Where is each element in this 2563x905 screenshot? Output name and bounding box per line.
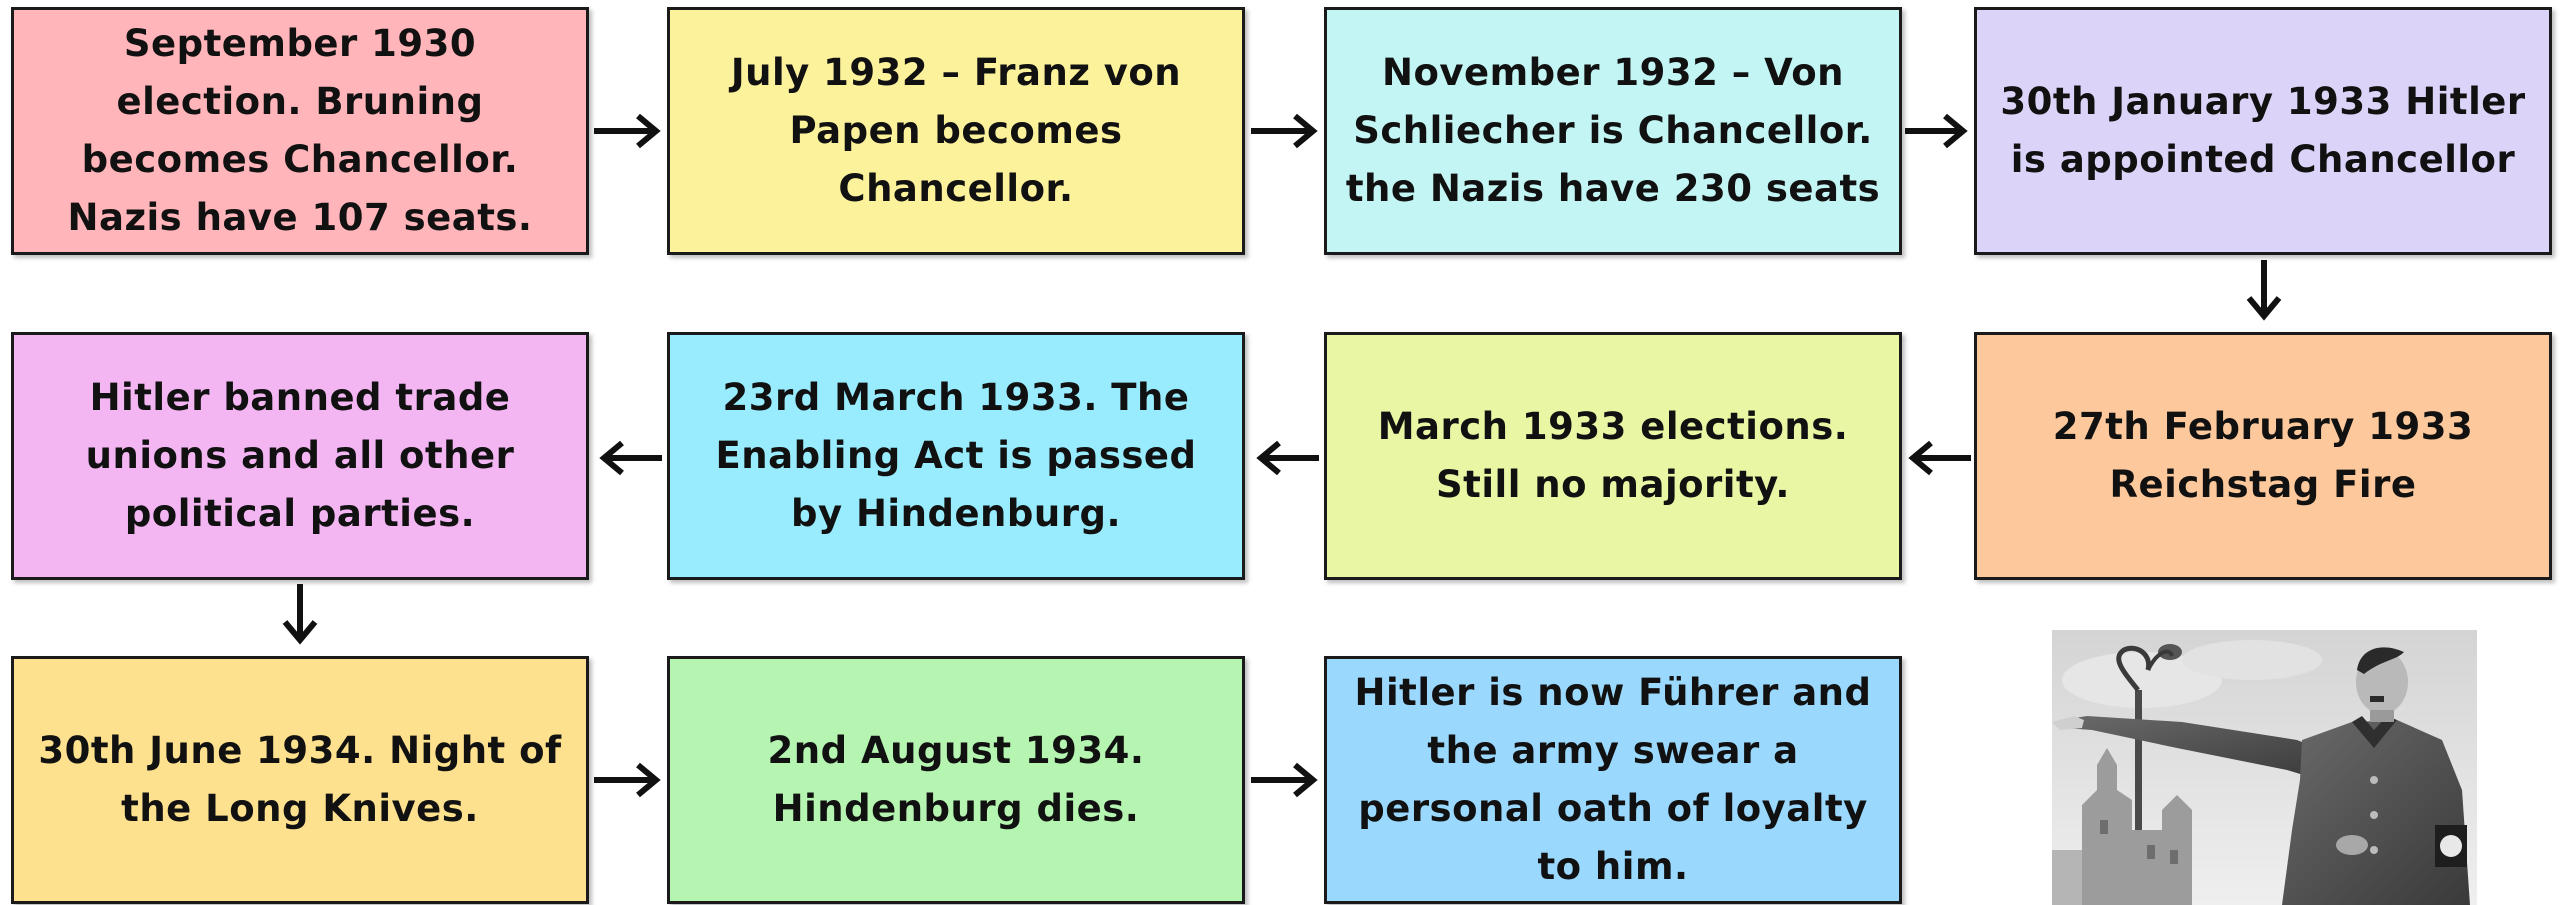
event-box-hindenburg-dies: 2nd August 1934. Hindenburg dies. [667,656,1245,904]
event-text: 30th June 1934. Night of the Long Knives… [38,729,562,830]
event-box-nov-1932: November 1932 – Von Schliecher is Chance… [1324,7,1902,255]
event-box-banned-unions: Hitler banned trade unions and all other… [11,332,589,580]
event-text: November 1932 – Von Schliecher is Chance… [1345,51,1881,210]
event-text: September 1930 election. Bruning becomes… [67,22,533,239]
event-box-jan-1933: 30th January 1933 Hitler is appointed Ch… [1974,7,2552,255]
event-text: March 1933 elections. Still no majority. [1377,405,1849,506]
event-box-enabling-act: 23rd March 1933. The Enabling Act is pas… [667,332,1245,580]
event-text: 30th January 1933 Hitler is appointed Ch… [2000,80,2526,181]
arrow-right-icon [594,113,661,149]
event-box-feb-1933: 27th February 1933 Reichstag Fire [1974,332,2552,580]
event-text: Hitler is now Führer and the army swear … [1354,671,1872,888]
arrow-right-icon [1251,113,1318,149]
arrow-right-icon [1251,762,1318,798]
arrow-left-icon [599,440,662,476]
event-box-fuhrer: Hitler is now Führer and the army swear … [1324,656,1902,904]
event-text: 23rd March 1933. The Enabling Act is pas… [715,376,1197,535]
event-text: 2nd August 1934. Hindenburg dies. [767,729,1145,830]
event-text: 27th February 1933 Reichstag Fire [2052,405,2474,506]
arrow-right-icon [1905,113,1968,149]
event-text: Hitler banned trade unions and all other… [85,376,515,535]
arrow-down-icon [282,584,318,645]
event-box-march-1933-elections: March 1933 elections. Still no majority. [1324,332,1902,580]
arrow-left-icon [1908,440,1971,476]
arrow-down-icon [2246,260,2282,321]
event-box-sept-1930: September 1930 election. Bruning becomes… [11,7,589,255]
arrow-right-icon [594,762,661,798]
arrow-left-icon [1256,440,1319,476]
historical-photo [2052,630,2477,905]
event-text: July 1932 – Franz von Papen becomes Chan… [730,51,1182,210]
event-box-july-1932: July 1932 – Franz von Papen becomes Chan… [667,7,1245,255]
event-box-long-knives: 30th June 1934. Night of the Long Knives… [11,656,589,904]
